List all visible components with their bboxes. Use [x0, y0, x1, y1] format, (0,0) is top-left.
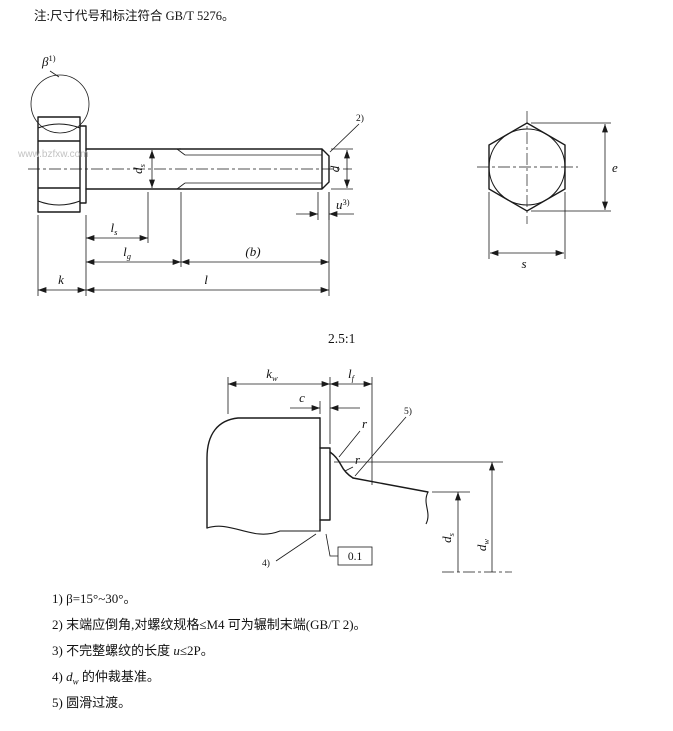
fillet-detail-view: 2.5:1 kw lf c r r [206, 331, 512, 573]
ref-4-leader [275, 533, 317, 562]
dim-label-l: l [204, 272, 208, 287]
dim-extension-lines [37, 192, 330, 296]
footnote-3: 3) 不完整螺纹的长度 u≤2P。 [52, 638, 367, 664]
bolt-head [37, 116, 81, 213]
ref-label-4: 4) [262, 558, 270, 569]
footnote-3-prefix: 3) 不完整螺纹的长度 [52, 643, 174, 658]
footnote-4-suffix: 的仲裁基准。 [78, 669, 160, 684]
footnote-4-variable: d [66, 669, 73, 684]
dim-label-ds2: ds [439, 532, 456, 543]
detail-shank-break [425, 491, 429, 525]
footnote-1: 1) β=15°~30°。 [52, 586, 367, 612]
footnote-4: 4) dw 的仲裁基准。 [52, 664, 367, 690]
dim-ext-d [331, 148, 353, 190]
dim-label-d: d [327, 165, 342, 172]
dim-label-k: k [58, 272, 64, 287]
detail-scale-label: 2.5:1 [328, 331, 355, 346]
dim-label-dw: dw [474, 539, 491, 552]
dim-label-ds: ds [130, 163, 147, 174]
dim-label-u: u3) [336, 197, 350, 212]
footnote-2-text: 2) 末端应倒角,对螺纹规格≤M4 可为辗制末端(GB/T 2)。 [52, 617, 367, 632]
bolt-shank [85, 148, 181, 190]
detail-break-line [206, 525, 320, 535]
dim-label-e: e [612, 160, 618, 175]
detail-washer-land [319, 447, 331, 521]
footnote-3-suffix: ≤2P。 [179, 643, 214, 658]
beta-leader [49, 70, 60, 78]
footnote-4-subscript: w [72, 676, 79, 687]
washer-face-land [79, 125, 87, 204]
dim-ext-e [531, 122, 611, 212]
ref-label-5: 5) [404, 406, 412, 417]
watermark-text: www.bzfxw.com [17, 149, 89, 160]
detail-fillet [329, 451, 354, 479]
footnotes: 1) β=15°~30°。 2) 末端应倒角,对螺纹规格≤M4 可为辗制末端(G… [52, 586, 367, 716]
dim-ext-s [488, 192, 566, 259]
footnote-5-text: 5) 圆滑过渡。 [52, 695, 132, 710]
r-upper-leader [338, 430, 361, 458]
dim-label-r-lower: r [355, 452, 361, 467]
dim-label-r-upper: r [362, 416, 368, 431]
header-note: 注:尺寸代号和标注符合 GB/T 5276。 [34, 9, 235, 23]
hex-centerlines [477, 111, 578, 224]
dim-label-s: s [521, 256, 526, 271]
dim-label-lf: lf [348, 366, 356, 383]
thread-root-lines [176, 148, 322, 190]
dim-label-b: (b) [245, 244, 260, 259]
ref-5-leader [354, 416, 407, 477]
tolerance-value: 0.1 [348, 551, 363, 563]
footnote-4-prefix: 4) [52, 669, 67, 684]
detail-dim-extensions-right [334, 461, 503, 493]
hexagon-outline [488, 122, 566, 212]
bolt-side-view: β1) www.bzfxw.com ds d 2) u3) ls [17, 53, 364, 296]
footnote-5: 5) 圆滑过渡。 [52, 690, 367, 716]
dim-label-ls: ls [111, 220, 119, 237]
ref-label-2: 2) [356, 113, 364, 124]
footnote-3-variable: u [173, 643, 180, 658]
hex-end-view: e s [477, 111, 618, 271]
dim-ext-u [317, 192, 330, 220]
footnote-1-text: 1) β=15°~30°。 [52, 591, 137, 606]
bolt-head-chamfer-arcs [37, 123, 81, 206]
ref-2-leader [329, 123, 360, 153]
dim-label-beta: β1) [41, 53, 56, 69]
tolerance-leader [325, 533, 338, 557]
inscribed-circle [488, 128, 566, 206]
dim-label-c: c [299, 390, 305, 405]
bolt-thread-outline [179, 148, 330, 190]
tolerance-frame [337, 546, 373, 566]
detail-shank-surface [352, 477, 429, 493]
r-lower-leader [344, 466, 354, 472]
dim-label-lg: lg [123, 244, 131, 261]
footnote-2: 2) 末端应倒角,对螺纹规格≤M4 可为辗制末端(GB/T 2)。 [52, 612, 367, 638]
dim-label-kw: kw [266, 366, 278, 383]
detail-head-outline [206, 417, 321, 529]
beta-angle-circle [30, 74, 90, 134]
